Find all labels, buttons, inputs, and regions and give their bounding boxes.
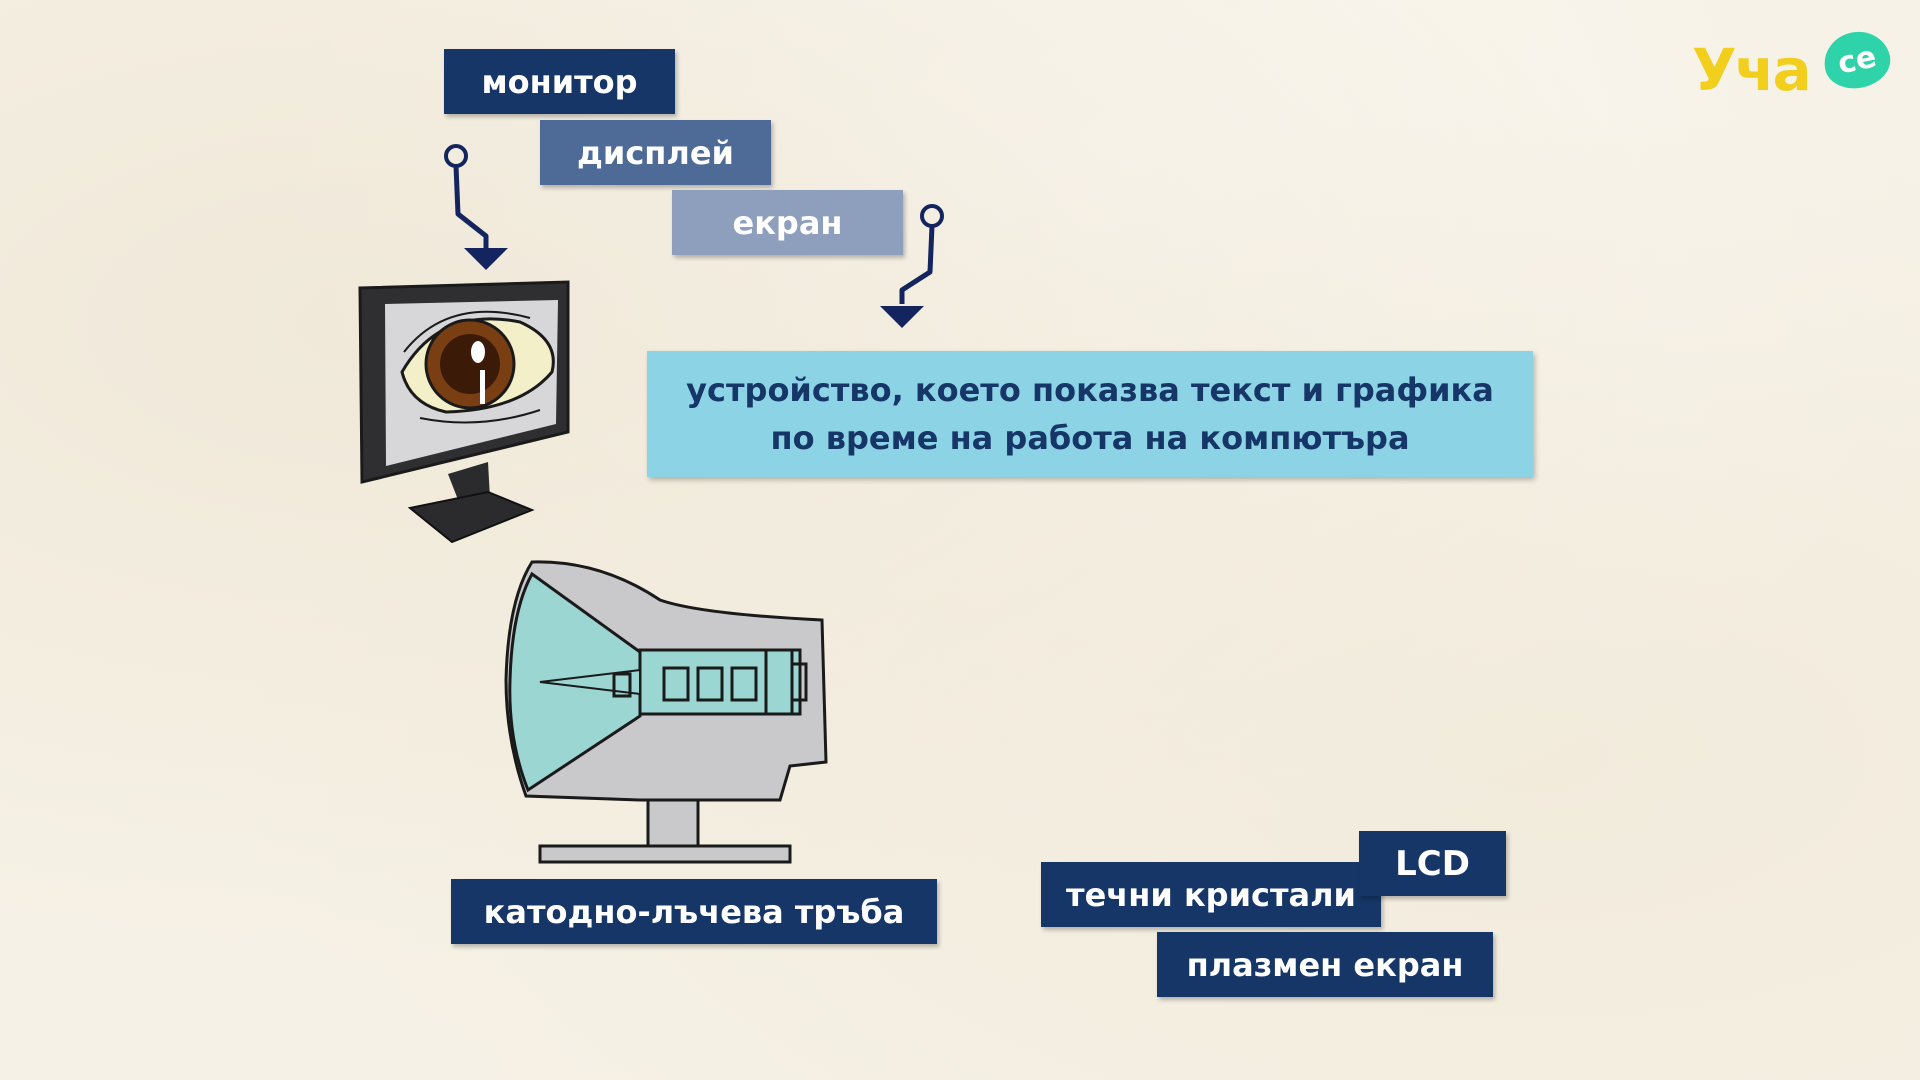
- definition-line-1: устройство, което показва текст и график…: [686, 371, 1494, 409]
- monitor-eye-illustration: [358, 280, 570, 544]
- uchase-logo[interactable]: Уча се: [1686, 22, 1896, 107]
- logo-text: Уча: [1692, 36, 1812, 104]
- liquid-crystals-label: течни кристали: [1041, 862, 1381, 927]
- plasma-screen-label: плазмен екран: [1157, 932, 1493, 997]
- term-screen-label: екран: [672, 190, 903, 255]
- arrow-connector-icon: [880, 204, 944, 328]
- crt-monitor-illustration: [504, 560, 828, 864]
- arrow-connector-icon: [444, 144, 508, 270]
- term-monitor-label: монитор: [444, 49, 675, 114]
- lcd-label: LCD: [1359, 831, 1506, 896]
- term-display-label: дисплей: [540, 120, 771, 185]
- definition-box: устройство, което показва текст и график…: [647, 351, 1533, 477]
- definition-line-2: по време на работа на компютъра: [770, 419, 1410, 457]
- crt-label: катодно-лъчева тръба: [451, 879, 937, 944]
